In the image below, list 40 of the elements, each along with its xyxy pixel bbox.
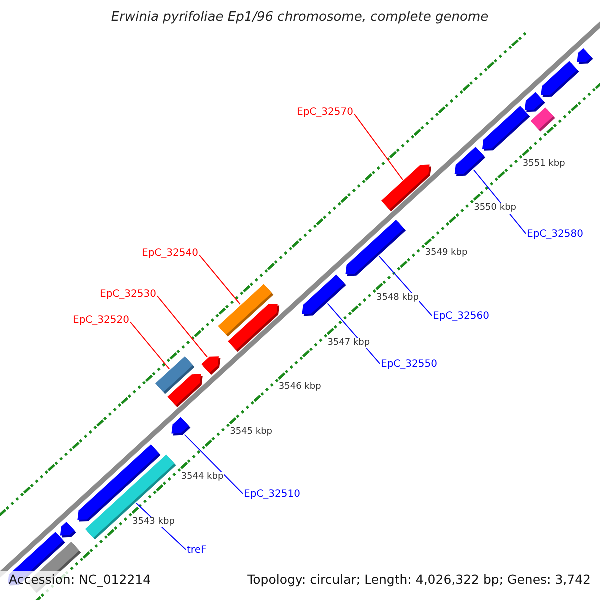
scale-label: 3546 kbp — [278, 382, 322, 394]
gene-feature — [524, 92, 546, 112]
gene-label: EpC_32510 — [244, 489, 300, 501]
scale-label: 3545 kbp — [230, 427, 272, 438]
gene-label: EpC_32570 — [297, 107, 354, 119]
leader-line — [130, 322, 170, 370]
gene-feature — [168, 374, 203, 408]
scale-label: 3548 kbp — [376, 292, 419, 304]
leader-line — [157, 296, 208, 358]
scale-label: 3550 kbp — [474, 203, 516, 214]
scale-label: 3544 kbp — [181, 472, 224, 482]
genome-summary-text: Topology: circular; Length: 4,026,322 bp; Genes: 3,742 — [248, 572, 591, 587]
gene-label: treF — [187, 545, 207, 557]
gene-feature — [202, 356, 221, 376]
leader-line — [184, 434, 244, 494]
scale-label: 3547 kbp — [328, 338, 370, 348]
gene-feature — [60, 522, 76, 538]
gene-label: EpC_32580 — [527, 229, 584, 241]
gene-label: EpC_32550 — [381, 359, 438, 371]
gene-feature — [541, 61, 580, 98]
gene-feature — [302, 274, 346, 316]
gene-label: EpC_32540 — [142, 248, 198, 260]
gene-bar — [530, 108, 556, 132]
gene-label: EpC_32520 — [73, 315, 130, 327]
gene-feature — [228, 304, 280, 352]
scale-label: 3551 kbp — [522, 158, 566, 170]
gene-feature — [577, 48, 594, 64]
gene-feature — [482, 106, 530, 151]
leader-line — [199, 254, 241, 305]
gene-feature — [454, 147, 486, 176]
scale-label: 3543 kbp — [132, 516, 175, 528]
scale-label: 3549 kbp — [425, 248, 468, 259]
gene-feature — [346, 220, 406, 276]
leader-line — [378, 256, 432, 316]
gene-label: EpC_32560 — [433, 311, 490, 323]
leader-line — [354, 114, 404, 180]
gene-label: EpC_32530 — [100, 289, 156, 301]
gene-feature — [382, 164, 432, 212]
title: Erwinia pyrifoliae Ep1/96 chromosome, complete genome — [110, 10, 490, 26]
gene-feature — [172, 417, 191, 436]
